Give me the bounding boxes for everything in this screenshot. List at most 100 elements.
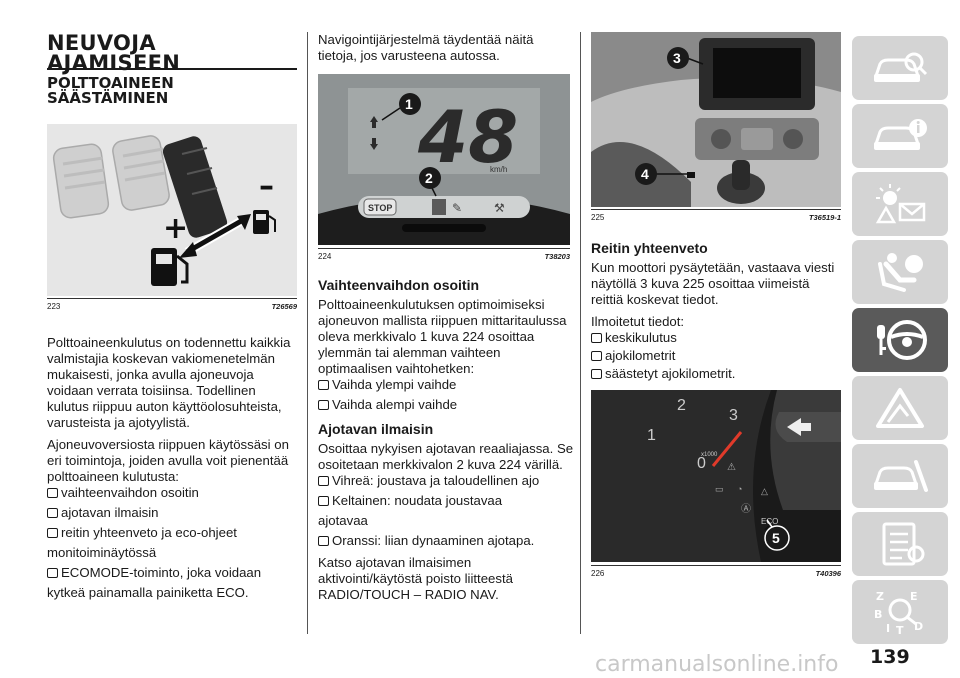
callout-3 [667, 47, 689, 69]
checkbox-bullet-icon [47, 488, 58, 498]
gear-shift-paragraph: Polttoaineenkulutuksen optimoimiseksi aj… [318, 297, 567, 376]
callout-1 [399, 93, 421, 115]
svg-text:Z: Z [876, 590, 884, 603]
eco-indicator-label: ECO [761, 517, 778, 526]
speed-readout: 48 [417, 95, 518, 179]
oil-icon: ◔ [737, 484, 742, 494]
driving-style-indicator-icon [432, 199, 446, 215]
speed-unit: km/h [490, 165, 507, 174]
side-tab-car-info[interactable] [852, 104, 948, 168]
increase-sign: + [163, 211, 188, 246]
column-divider [307, 32, 308, 634]
gear-shift-arrows-icon [370, 116, 378, 150]
callout-4 [635, 163, 657, 185]
svg-text:4: 4 [641, 166, 649, 182]
wrench-icon: ⚒ [494, 201, 505, 215]
list-item: Keltainen: noudata joustavaa [318, 493, 576, 509]
list-item: ajokilometrit [591, 348, 843, 364]
eco-button [687, 172, 695, 178]
svg-text:5: 5 [772, 530, 780, 546]
side-tab-car-search[interactable] [852, 36, 948, 100]
checkbox-bullet-icon [318, 400, 329, 410]
list-item-continuation: ajotavaa [318, 513, 368, 528]
svg-text:3: 3 [729, 407, 738, 424]
fuel-pump-large-icon [151, 248, 189, 286]
figure-224-caption: 224 T38203 [318, 248, 570, 261]
list-item: Vaihda alempi vaihde [318, 397, 576, 413]
side-tab-warning-lights[interactable] [852, 172, 948, 236]
tachometer-needle [711, 431, 743, 467]
eco-style-icon: ✎ [452, 201, 462, 215]
reported-info-label: Ilmoitetut tiedot: [591, 314, 685, 329]
checkbox-bullet-icon [318, 476, 329, 486]
car-info-icon [873, 119, 927, 150]
list-item: keskikulutus [591, 330, 843, 346]
side-tab-emergency[interactable] [852, 376, 948, 440]
svg-text:I: I [886, 622, 890, 635]
battery-icon: ▭ [715, 484, 724, 494]
functions-paragraph: Ajoneuvoversiosta riippuen käytössäsi on… [47, 437, 289, 484]
warning-icon: △ [761, 486, 768, 496]
roadside-warning-icon [876, 388, 924, 428]
steering-key-icon [877, 320, 927, 360]
svg-text:B: B [874, 608, 882, 621]
figure-226-gauge: 2 3 1 0 x1000 ⚠ ▭ ◔ △ Ⓐ ECO 5 [591, 390, 841, 562]
checkbox-bullet-icon [318, 536, 329, 546]
list-item: vaihteenvaihdon osoitin [47, 485, 299, 501]
checkbox-bullet-icon [47, 568, 58, 578]
list-item: Vihreä: joustava ja taloudellinen ajo [318, 473, 576, 489]
checkbox-bullet-icon [47, 508, 58, 518]
engine-temp-icon: ⚠ [727, 462, 736, 473]
side-tab-starting-driving[interactable] [852, 308, 948, 372]
checkbox-bullet-icon [591, 333, 602, 343]
list-item: Oranssi: liian dynaaminen ajotapa. [318, 533, 576, 549]
checkbox-bullet-icon [318, 380, 329, 390]
section-title: POLTTOAINEEN SÄÄSTÄMINEN [47, 74, 174, 107]
double-arrow-icon [179, 214, 251, 258]
intro-paragraph: Polttoaineenkulutus on todennettu kaikki… [47, 335, 291, 430]
side-tab-technical-data[interactable] [852, 512, 948, 576]
svg-text:T: T [896, 624, 904, 637]
stop-start-icon: Ⓐ [741, 503, 751, 515]
svg-text:E: E [910, 590, 918, 603]
column-divider [580, 32, 581, 634]
decrease-sign: – [259, 169, 274, 204]
column-2-text: Vaihteenvaihdon osoitin Polttoaineenkulu… [318, 275, 576, 609]
gear-shift-heading: Vaihteenvaihdon osoitin [318, 277, 480, 293]
watermark: carmanualsonline.info [595, 652, 839, 677]
car-service-icon [873, 460, 928, 492]
checkbox-bullet-icon [318, 496, 329, 506]
checkbox-bullet-icon [47, 528, 58, 538]
activation-note-paragraph: Katso ajotavan ilmaisimen aktivointi/käy… [318, 555, 513, 602]
callout-2 [419, 167, 441, 189]
fuel-pump-small-icon [253, 210, 276, 234]
column-1-text: Polttoaineenkulutus on todennettu kaikki… [47, 335, 299, 601]
airbag-seat-icon [878, 253, 923, 292]
list-item: ajotavan ilmaisin [47, 505, 299, 521]
figure-223-pedals: + – [47, 124, 297, 296]
arrow-left-icon [787, 418, 801, 436]
list-item: Vaihda ylempi vaihde [318, 377, 576, 393]
figure-225-dashboard: 3 4 [591, 32, 841, 207]
svg-text:2: 2 [677, 397, 686, 414]
title-rule [47, 68, 297, 70]
side-tab-safety[interactable] [852, 240, 948, 304]
stop-start-label: STOP [368, 203, 392, 213]
side-tab-maintenance[interactable] [852, 444, 948, 508]
figure-223-caption: 223 T26569 [47, 298, 297, 311]
svg-text:x1000: x1000 [701, 452, 718, 458]
infotainment-screen [713, 48, 801, 98]
callout-5 [764, 525, 790, 551]
figure-224-cluster: 48 km/h 1 STOP ✎ ⚒ 2 [318, 74, 570, 245]
figure-225-caption: 225 T36519-1 [591, 209, 841, 222]
specifications-list-icon [882, 522, 925, 566]
list-item: ECOMODE-toiminto, joka voidaan [47, 565, 299, 581]
column-2-intro: Navigointijärjestelmä täydentää näitä ti… [318, 32, 534, 63]
svg-text:0: 0 [697, 455, 706, 472]
trip-summary-heading: Reitin yhteenveto [591, 240, 708, 256]
list-item: reitin yhteenveto ja eco-ohjeet [47, 525, 299, 541]
svg-text:2: 2 [425, 170, 433, 186]
checkbox-bullet-icon [591, 369, 602, 379]
